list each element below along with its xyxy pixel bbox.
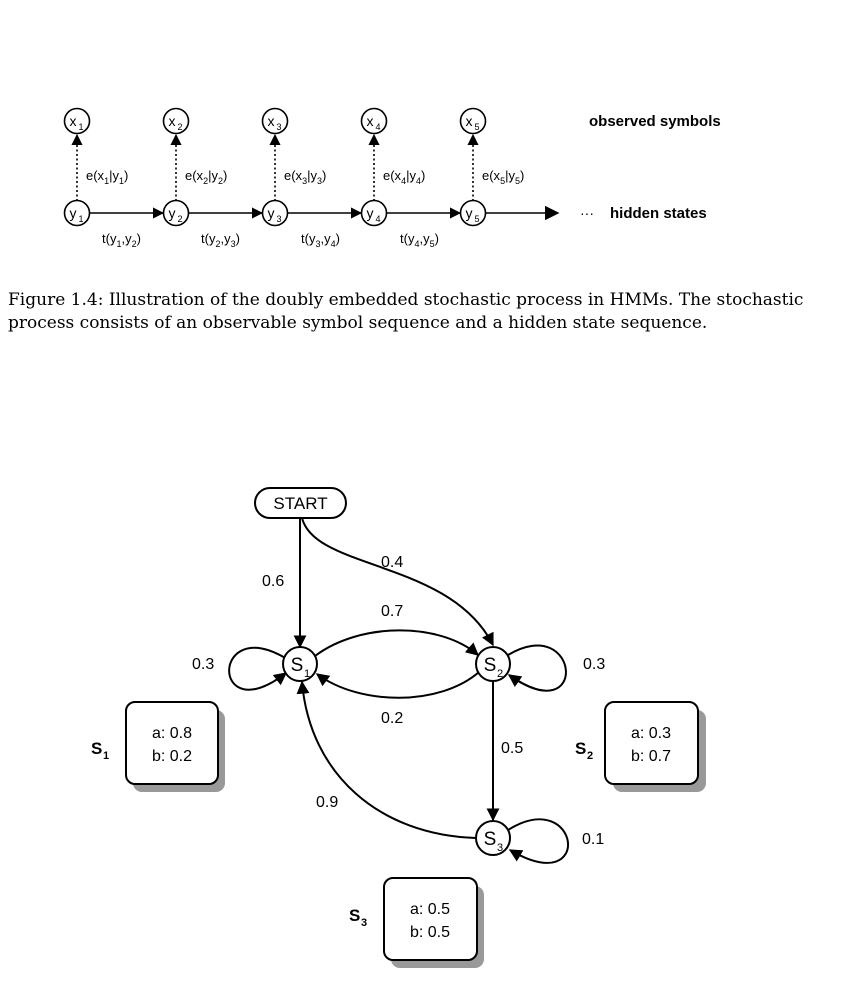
svg-text:START: START — [273, 494, 327, 513]
svg-text:2: 2 — [587, 750, 593, 762]
prob-s2-self: 0.3 — [583, 656, 605, 673]
transition-label: t(y2,y3) — [201, 231, 240, 249]
svg-text:1: 1 — [304, 668, 310, 680]
hidden-node: y 4 — [360, 199, 388, 227]
transition-label: t(y3,y4) — [301, 231, 340, 249]
svg-text:b: 0.7: b: 0.7 — [631, 748, 671, 765]
svg-text:2: 2 — [497, 668, 503, 680]
hidden-node: y 2 — [162, 199, 190, 227]
svg-text:y: y — [367, 205, 374, 221]
svg-text:S: S — [575, 739, 586, 758]
emission-label: e(x4|y4) — [383, 168, 425, 186]
svg-text:2: 2 — [177, 122, 182, 132]
hidden-states-label: hidden states — [610, 205, 707, 222]
svg-text:y: y — [466, 205, 473, 221]
svg-text:y: y — [268, 205, 275, 221]
transition-label: t(y4,y5) — [400, 231, 439, 249]
observed-node: x 2 — [162, 107, 190, 135]
observed-node: x 3 — [261, 107, 289, 135]
emission-label: e(x2|y2) — [185, 168, 227, 186]
prob-start-s1: 0.6 — [262, 573, 284, 590]
figure-caption: Figure 1.4: Illustration of the doubly e… — [8, 290, 804, 333]
emission-label: e(x5|y5) — [482, 168, 524, 186]
svg-text:1: 1 — [103, 750, 109, 762]
state-node-s2: S 2 — [475, 646, 511, 682]
svg-text:3: 3 — [361, 917, 367, 929]
start-node: START — [254, 487, 347, 519]
observed-node: x 4 — [360, 107, 388, 135]
svg-text:S: S — [91, 739, 102, 758]
emission-label: e(x1|y1) — [86, 168, 128, 186]
prob-s2-s3: 0.5 — [501, 740, 523, 757]
svg-text:S: S — [291, 655, 304, 676]
observed-nodes: x 1 x 2 x 3 x 4 x 5 — [63, 107, 487, 135]
svg-text:2: 2 — [177, 214, 182, 224]
edge-s1-s2 — [314, 629, 479, 657]
svg-text:a: 0.3: a: 0.3 — [631, 725, 671, 742]
state-node-s3: S 3 — [475, 820, 511, 856]
svg-text:1: 1 — [78, 122, 83, 132]
prob-s3-self: 0.1 — [582, 831, 604, 848]
hmm-chain-figure: x 1 x 2 x 3 x 4 x 5 y 1 — [63, 107, 721, 249]
svg-text:y: y — [169, 205, 176, 221]
edge-s3-self — [507, 818, 569, 864]
emission-box-s3: a: 0.5 b: 0.5 S 3 — [349, 877, 484, 968]
svg-text:4: 4 — [375, 122, 380, 132]
hidden-node: y 1 — [63, 199, 91, 227]
edge-s1-self — [228, 646, 288, 691]
svg-text:S: S — [349, 906, 360, 925]
svg-text:y: y — [70, 205, 77, 221]
edge-s2-s1 — [315, 671, 480, 699]
svg-text:x: x — [169, 113, 176, 129]
svg-text:3: 3 — [276, 214, 281, 224]
svg-text:a: 0.5: a: 0.5 — [410, 901, 450, 918]
svg-text:S: S — [484, 829, 497, 850]
observed-symbols-label: observed symbols — [589, 113, 721, 130]
hidden-node: y 3 — [261, 199, 289, 227]
edge-s3-s1 — [296, 680, 477, 839]
edge-s2-self — [507, 644, 567, 692]
svg-text:5: 5 — [474, 214, 479, 224]
svg-text:a: 0.8: a: 0.8 — [152, 725, 192, 742]
transition-label: t(y1,y2) — [102, 231, 141, 249]
svg-text:b: 0.2: b: 0.2 — [152, 748, 192, 765]
svg-text:3: 3 — [276, 122, 281, 132]
prob-s3-s1: 0.9 — [316, 794, 338, 811]
svg-text:S: S — [484, 655, 497, 676]
svg-text:b: 0.5: b: 0.5 — [410, 924, 450, 941]
svg-text:3: 3 — [497, 842, 503, 854]
observed-node: x 5 — [459, 107, 487, 135]
svg-text:x: x — [466, 113, 473, 129]
prob-s2-s1: 0.2 — [381, 710, 403, 727]
svg-text:x: x — [70, 113, 77, 129]
observed-node: x 1 — [63, 107, 91, 135]
svg-text:x: x — [367, 113, 374, 129]
svg-text:5: 5 — [474, 122, 479, 132]
ellipsis: ··· — [580, 205, 594, 221]
hidden-node: y 5 — [459, 199, 487, 227]
prob-start-s2: 0.4 — [381, 554, 403, 571]
emission-box-s2: a: 0.3 b: 0.7 S 2 — [575, 701, 706, 792]
edge-start-s2 — [301, 517, 494, 647]
prob-s1-self: 0.3 — [192, 656, 214, 673]
emission-arrows — [71, 133, 479, 201]
state-node-s1: S 1 — [282, 646, 318, 682]
emission-box-s1: a: 0.8 b: 0.2 S 1 — [91, 701, 225, 792]
svg-text:1: 1 — [78, 214, 83, 224]
svg-text:4: 4 — [375, 214, 380, 224]
prob-s1-s2: 0.7 — [381, 603, 403, 620]
svg-text:x: x — [268, 113, 275, 129]
hidden-nodes: y 1 y 2 y 3 y 4 y 5 — [63, 199, 487, 227]
emission-label: e(x3|y3) — [284, 168, 326, 186]
